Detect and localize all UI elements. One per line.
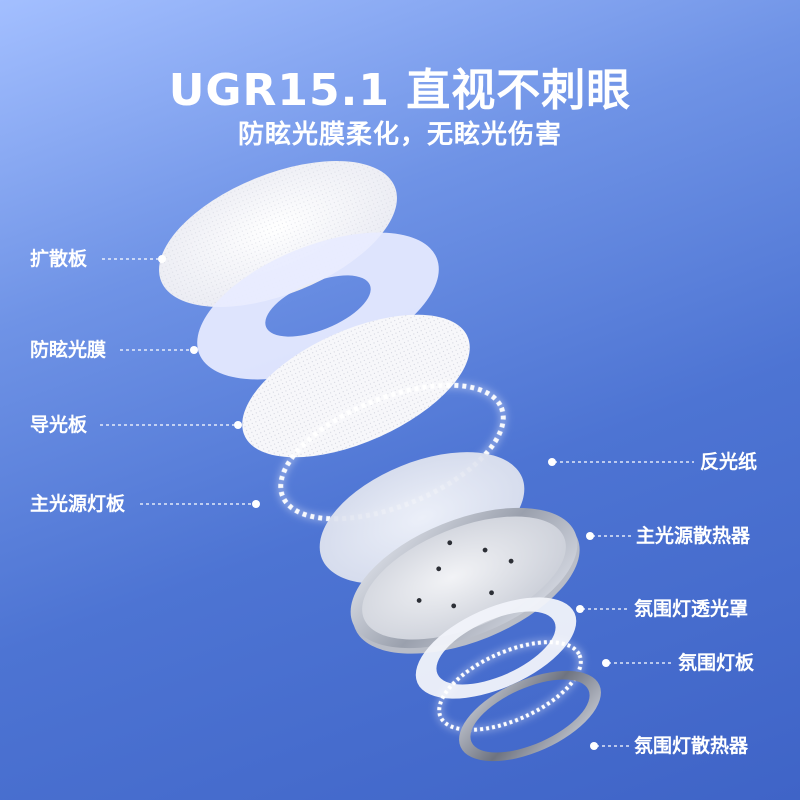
label-light-guide-plate: 导光板 — [30, 414, 88, 436]
ambient-heat-sink — [459, 670, 601, 762]
main-heat-sink — [350, 507, 580, 654]
label-ambient-led-board: 氛围灯板 — [678, 652, 755, 674]
leader-lines-left — [100, 255, 260, 508]
label-diffuser-plate: 扩散板 — [30, 248, 88, 270]
leader-lines-right — [548, 458, 694, 750]
label-anti-glare-film: 防眩光膜 — [30, 339, 107, 361]
label-reflective-paper: 反光纸 — [700, 451, 758, 473]
page-title: UGR15.1 直视不刺眼 — [168, 65, 632, 116]
anti-glare-film — [197, 232, 439, 380]
ambient-light-cover — [415, 597, 577, 699]
label-ambient-heat-sink: 氛围灯散热器 — [634, 735, 749, 757]
page-subtitle: 防眩光膜柔化，无眩光伤害 — [237, 120, 562, 150]
ambient-led-board — [437, 640, 583, 732]
label-main-heat-sink: 主光源散热器 — [636, 525, 751, 547]
light-guide-plate — [242, 314, 470, 458]
label-ambient-light-cover: 氛围灯透光罩 — [634, 598, 749, 620]
label-main-led-board: 主光源灯板 — [30, 493, 126, 515]
